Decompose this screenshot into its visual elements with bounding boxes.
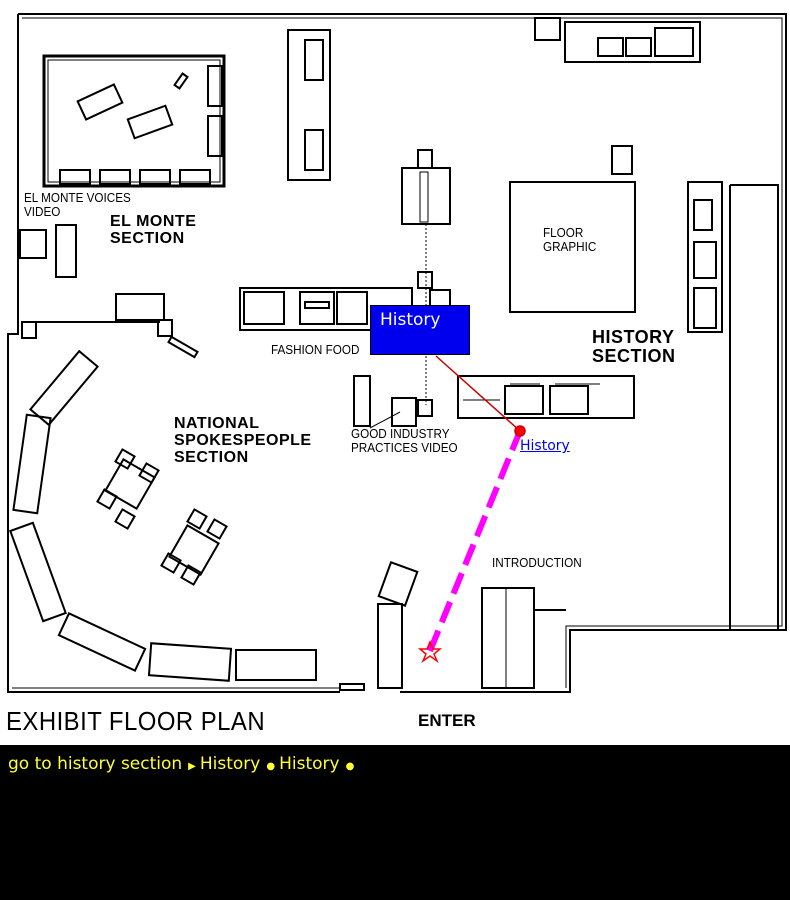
el-monte-section-label: EL MONTE SECTION <box>110 213 197 247</box>
history-popup-label: History <box>380 310 441 330</box>
start-star-marker <box>417 640 443 664</box>
history-popup[interactable]: History <box>370 305 470 355</box>
introduction-label: INTRODUCTION <box>492 555 582 570</box>
fashion-food-label: FASHION FOOD <box>271 342 360 357</box>
route-path <box>427 429 523 653</box>
good-industry-label: GOOD INDUSTRY PRACTICES VIDEO <box>351 426 458 455</box>
breadcrumb-query[interactable]: go to history section <box>8 754 183 774</box>
breadcrumb-dot-icon: ● <box>266 761 276 772</box>
breadcrumb-item[interactable]: History <box>199 754 261 774</box>
breadcrumb-item[interactable]: History <box>279 754 340 774</box>
destination-marker[interactable] <box>514 425 526 437</box>
floor-plan-drawing <box>7 13 787 693</box>
el-monte-voices-label: EL MONTE VOICES VIDEO <box>24 190 131 219</box>
enter-label: ENTER <box>418 711 476 730</box>
floor-graphic-label: FLOOR GRAPHIC <box>543 225 597 254</box>
breadcrumb-arrow-icon: ▶ <box>188 761 196 772</box>
breadcrumb: go to history section▶History●History● <box>8 754 358 774</box>
history-section-label: HISTORY SECTION <box>592 327 676 366</box>
history-marker-link[interactable]: History <box>520 438 570 454</box>
national-spokespeople-label: NATIONAL SPOKESPEOPLE SECTION <box>174 415 312 466</box>
popup-leader-line <box>435 355 521 432</box>
outer-wall <box>18 13 787 693</box>
floor-plan-map: EL MONTE VOICES VIDEO EL MONTE SECTION F… <box>0 0 790 745</box>
breadcrumb-dot-icon: ● <box>345 761 355 772</box>
floor-plan-title: EXHIBIT FLOOR PLAN <box>6 706 266 736</box>
